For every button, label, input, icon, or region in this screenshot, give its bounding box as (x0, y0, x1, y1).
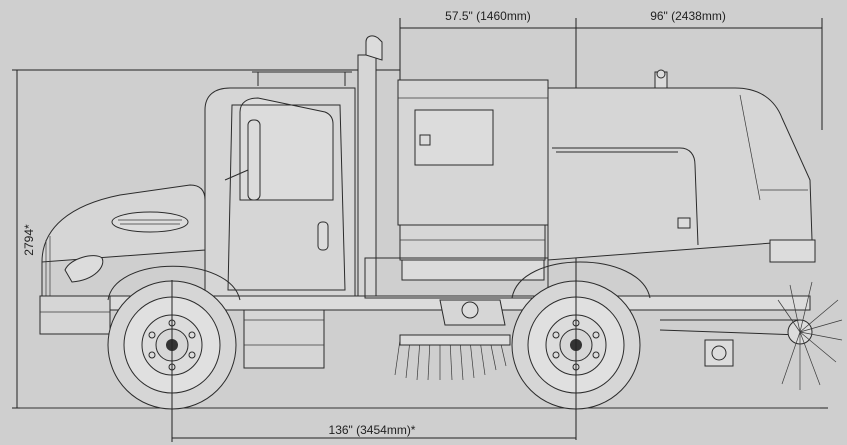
wheelbase-dimension: 136" (3454mm)* (329, 423, 416, 437)
height-dimension: 2794* (22, 224, 36, 256)
rear-hopper (547, 69, 816, 263)
front-to-axle-dimension: 57.5" (1460mm) (445, 9, 531, 23)
truck-cab (39, 35, 383, 369)
pickup-head (394, 299, 511, 381)
engine-compartment (397, 79, 549, 281)
gutter-broom (659, 281, 843, 390)
fenders (107, 261, 651, 301)
rear-overhang-dimension: 96" (2438mm) (650, 9, 726, 23)
